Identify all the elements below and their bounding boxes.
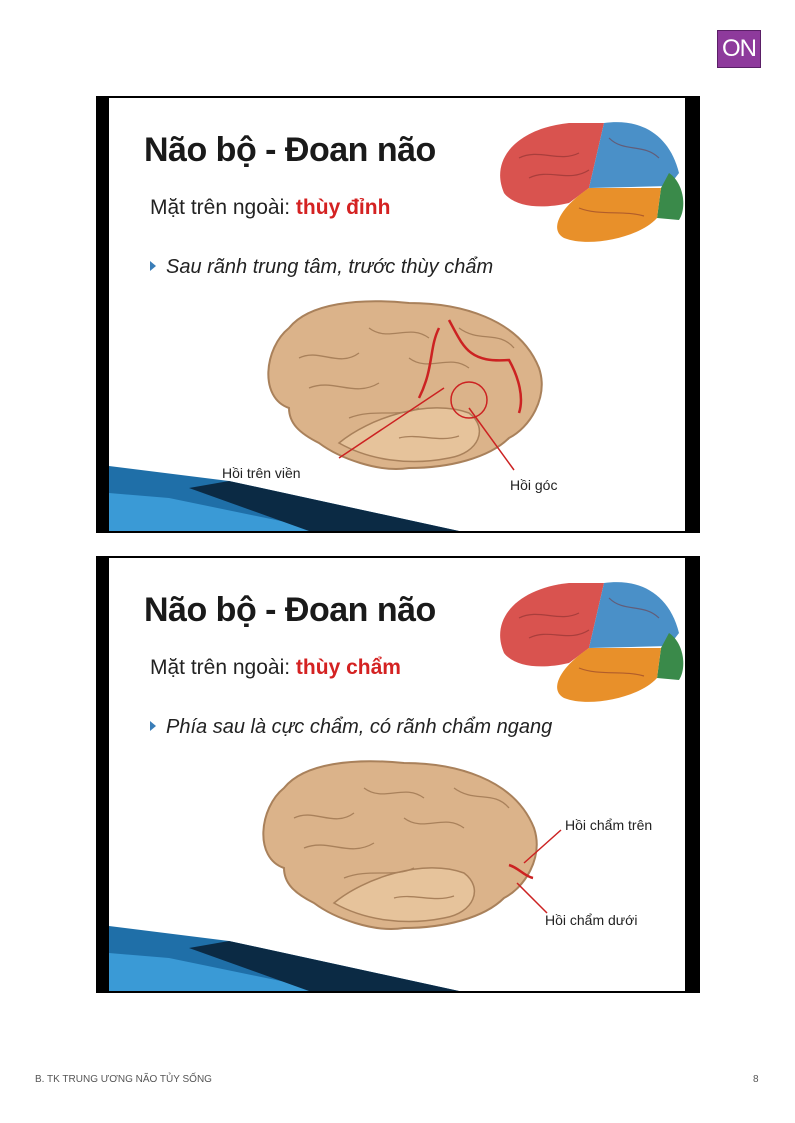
footer-document-title: B. TK TRUNG ƯƠNG NÃO TỦY SỐNG — [35, 1074, 212, 1085]
label-hoi-cham-duoi: Hồi chẩm dưới — [545, 912, 638, 928]
bullet-arrow-icon — [150, 260, 156, 271]
lobe-brain-diagram — [500, 122, 684, 242]
brain-illustration-1 — [267, 300, 543, 471]
slide-1-bullet: Sau rãnh trung tâm, trước thùy chẩm — [150, 256, 493, 279]
slide-2-artwork — [109, 582, 684, 991]
subtitle-highlight: thùy chẩm — [295, 656, 401, 679]
bullet-text: Sau rãnh trung tâm, trước thùy chẩm — [166, 256, 494, 278]
lobe-brain-diagram — [500, 582, 684, 702]
footer-page-number: 8 — [753, 1074, 759, 1085]
brain-illustration-2 — [262, 760, 562, 930]
label-hoi-goc: Hồi góc — [510, 477, 558, 493]
slide-1-title: Não bộ - Đoan não — [144, 131, 436, 169]
slide-1-artwork — [109, 122, 684, 531]
slide-2-bullet: Phía sau là cực chẩm, có rãnh chẩm ngang — [150, 716, 552, 739]
label-hoi-cham-tren: Hồi chẩm trên — [565, 817, 653, 833]
on-badge: ON — [717, 30, 761, 68]
slide-2: Não bộ - Đoan não Mặt trên ngoài: thùy c… — [96, 556, 700, 993]
slide-1-subtitle: Mặt trên ngoài: thùy đỉnh — [150, 196, 390, 220]
slide-1-content: Não bộ - Đoan não Mặt trên ngoài: thùy đ… — [109, 98, 685, 531]
slide-2-subtitle: Mặt trên ngoài: thùy chẩm — [150, 656, 401, 680]
subtitle-prefix: Mặt trên ngoài: — [150, 656, 296, 679]
subtitle-highlight: thùy đỉnh — [295, 196, 391, 219]
subtitle-prefix: Mặt trên ngoài: — [150, 196, 296, 219]
bullet-arrow-icon — [150, 720, 156, 731]
label-hoi-tren-vien: Hồi trên viền — [222, 465, 301, 481]
slide-2-content: Não bộ - Đoan não Mặt trên ngoài: thùy c… — [109, 558, 685, 991]
bullet-text: Phía sau là cực chẩm, có rãnh chẩm ngang — [166, 716, 553, 738]
slide-2-title: Não bộ - Đoan não — [144, 591, 436, 629]
slide-1: Não bộ - Đoan não Mặt trên ngoài: thùy đ… — [96, 96, 700, 533]
